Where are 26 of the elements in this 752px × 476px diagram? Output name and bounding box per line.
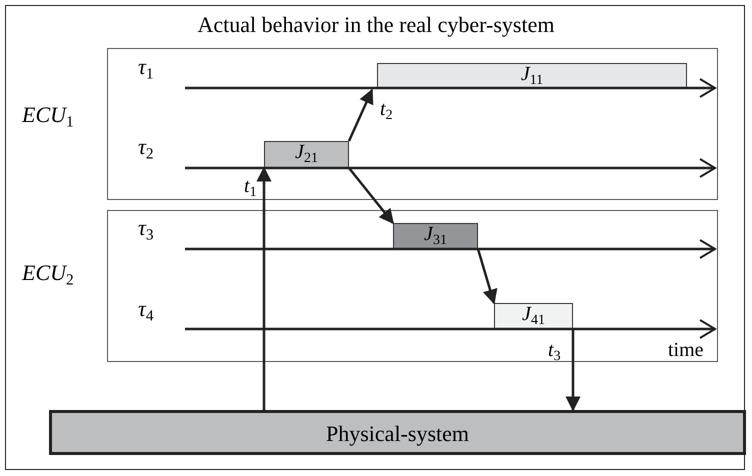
ecu-label: ECU$_{2}$ xyxy=(22,262,74,288)
job-label: J$_{21}$ xyxy=(294,142,319,166)
job-bar xyxy=(393,223,478,249)
job-bar xyxy=(377,63,687,88)
ecu-label: ECU$_{1}$ xyxy=(22,104,74,130)
arrow xyxy=(256,166,272,410)
time-instant-label: t$_{3}$ xyxy=(548,340,561,364)
physical-system-bar xyxy=(49,410,746,455)
task-label: τ$_{1}$ xyxy=(138,56,154,82)
diagram-title: Actual behavior in the real cyber-system xyxy=(196,14,556,36)
time-instant-label: t$_{1}$ xyxy=(244,176,257,200)
arrow xyxy=(348,167,394,224)
arrow xyxy=(348,88,374,142)
arrow xyxy=(476,248,498,304)
job-label: J$_{41}$ xyxy=(521,304,546,328)
time-instant-label: t$_{2}$ xyxy=(380,99,393,124)
task-label: τ$_{2}$ xyxy=(138,136,154,162)
axis-label: time xyxy=(668,340,704,360)
job-label: J$_{11}$ xyxy=(520,64,544,88)
arrow xyxy=(566,329,580,412)
task-label: τ$_{4}$ xyxy=(138,298,154,324)
job-bar xyxy=(264,141,349,168)
bar-label: Physical-system xyxy=(325,423,470,445)
job-bar xyxy=(494,303,573,329)
job-label: J$_{31}$ xyxy=(423,224,448,248)
task-label: τ$_{3}$ xyxy=(138,217,154,244)
